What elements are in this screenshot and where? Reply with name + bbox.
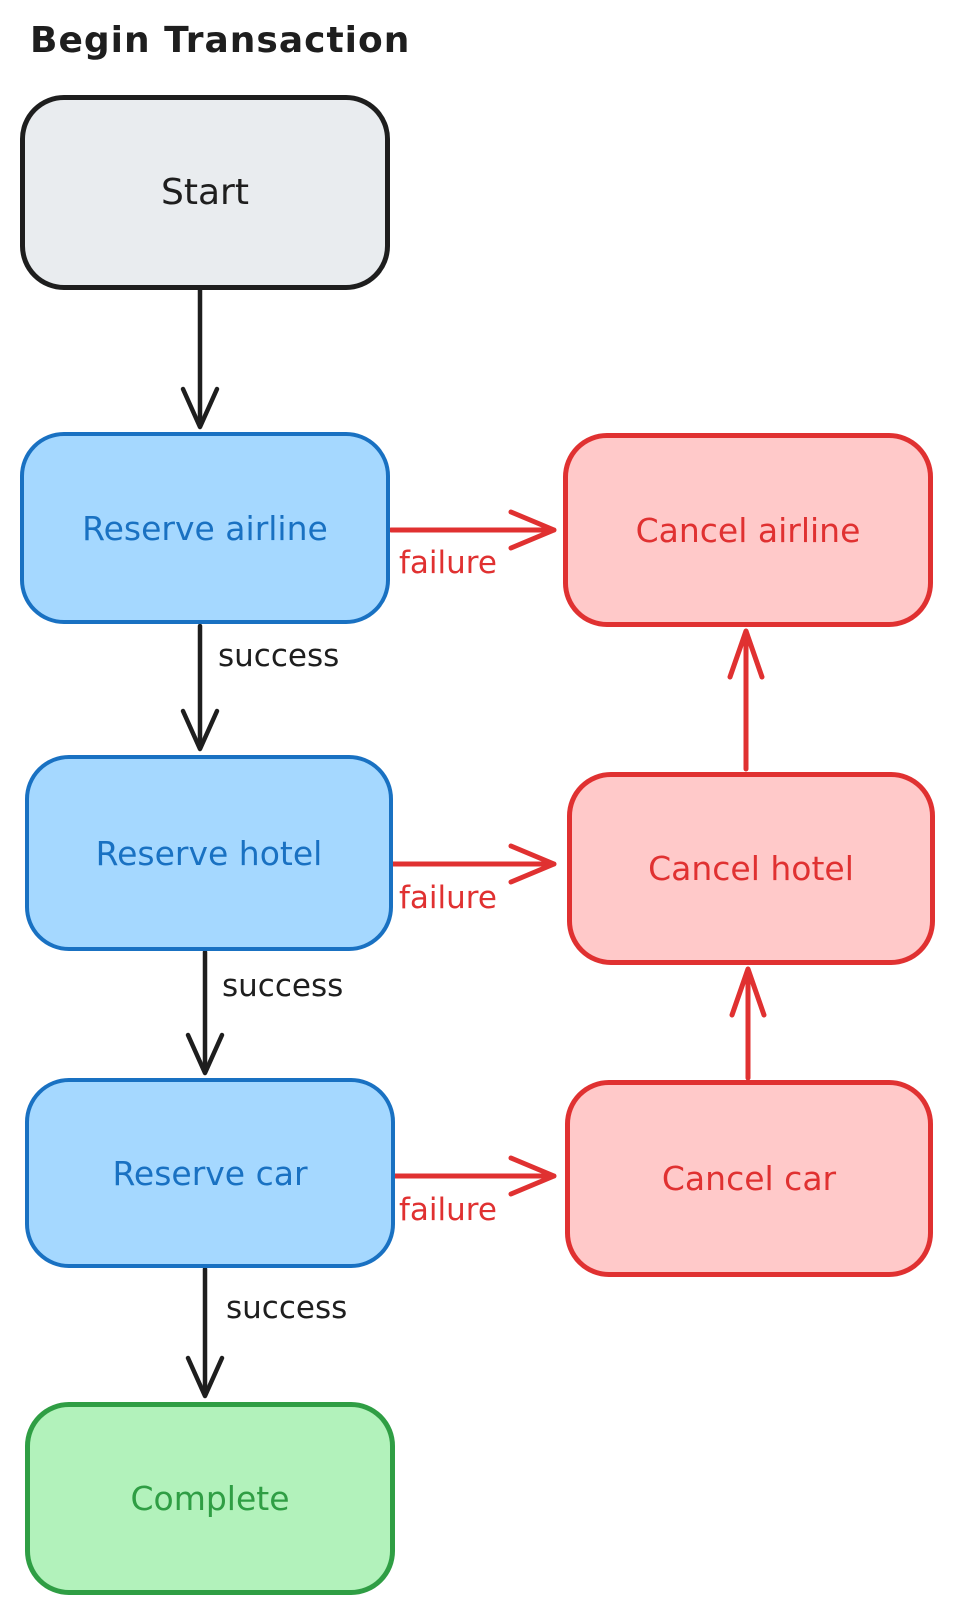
node-start: Start bbox=[20, 95, 390, 290]
node-reserve-hotel: Reserve hotel bbox=[25, 755, 393, 951]
arrow-reserve-airline-to-cancel-airline bbox=[388, 509, 557, 551]
node-reserve-airline-label: Reserve airline bbox=[82, 508, 328, 548]
arrow-cancel-hotel-to-cancel-airline bbox=[727, 628, 765, 772]
arrow-reserve-car-to-complete bbox=[185, 1266, 225, 1399]
arrow-reserve-airline-to-reserve-hotel bbox=[180, 623, 220, 752]
node-cancel-airline: Cancel airline bbox=[563, 433, 933, 627]
arrow-reserve-hotel-to-reserve-car bbox=[185, 949, 225, 1076]
node-reserve-airline: Reserve airline bbox=[20, 432, 390, 624]
node-reserve-car-label: Reserve car bbox=[112, 1153, 308, 1193]
node-cancel-car-label: Cancel car bbox=[661, 1159, 837, 1198]
node-cancel-hotel-label: Cancel hotel bbox=[648, 849, 854, 888]
edge-label-failure-car: failure bbox=[399, 1192, 497, 1228]
edge-label-failure-airline: failure bbox=[399, 545, 497, 581]
node-start-label: Start bbox=[161, 172, 249, 213]
node-complete: Complete bbox=[25, 1402, 395, 1595]
node-cancel-airline-label: Cancel airline bbox=[635, 510, 861, 550]
edge-label-success-hotel: success bbox=[222, 968, 344, 1004]
node-cancel-car: Cancel car bbox=[565, 1080, 933, 1277]
arrow-cancel-car-to-cancel-hotel bbox=[729, 966, 767, 1081]
edge-label-failure-hotel: failure bbox=[399, 880, 497, 916]
arrow-start-to-reserve-airline bbox=[180, 287, 220, 430]
edge-label-success-airline: success bbox=[218, 638, 340, 674]
node-cancel-hotel: Cancel hotel bbox=[567, 772, 935, 965]
node-reserve-hotel-label: Reserve hotel bbox=[95, 833, 323, 873]
arrow-reserve-car-to-cancel-car bbox=[391, 1155, 557, 1197]
arrow-reserve-hotel-to-cancel-hotel bbox=[389, 843, 557, 885]
node-complete-label: Complete bbox=[130, 1479, 290, 1518]
edge-label-success-car: success bbox=[226, 1290, 348, 1326]
diagram-title: Begin Transaction bbox=[30, 20, 411, 61]
node-reserve-car: Reserve car bbox=[25, 1078, 395, 1268]
